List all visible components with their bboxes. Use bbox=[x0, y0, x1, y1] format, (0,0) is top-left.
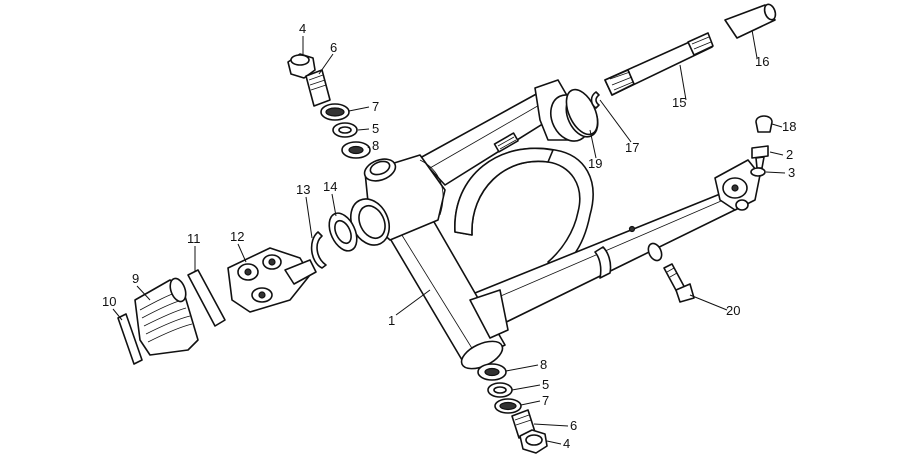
callout-7-bottom: 7 bbox=[542, 393, 549, 408]
front-drive-assembly bbox=[117, 212, 358, 365]
callout-19: 19 bbox=[588, 156, 602, 171]
callout-7-top: 7 bbox=[372, 99, 379, 114]
callout-5-top: 5 bbox=[372, 121, 379, 136]
callout-8-top: 8 bbox=[372, 138, 379, 153]
callout-4-top: 4 bbox=[299, 21, 306, 36]
callout-20: 20 bbox=[726, 303, 740, 318]
callout-4-bottom: 4 bbox=[563, 436, 570, 451]
callout-6-top: 6 bbox=[330, 40, 337, 55]
callout-9: 9 bbox=[132, 271, 139, 286]
swingarm-frame bbox=[349, 79, 761, 370]
callout-6-bottom: 6 bbox=[570, 418, 577, 433]
callout-2: 2 bbox=[786, 147, 793, 162]
callout-5-bottom: 5 bbox=[542, 377, 549, 392]
callout-13: 13 bbox=[296, 182, 310, 197]
callout-10: 10 bbox=[102, 294, 116, 309]
callout-16: 16 bbox=[755, 54, 769, 69]
callout-17: 17 bbox=[625, 140, 639, 155]
callout-18: 18 bbox=[782, 119, 796, 134]
callout-15: 15 bbox=[672, 95, 686, 110]
rear-shaft-assembly bbox=[565, 3, 777, 136]
upper-bearing-stack bbox=[287, 53, 371, 159]
callout-3: 3 bbox=[788, 165, 795, 180]
leader-lines bbox=[112, 29, 786, 445]
callout-1: 1 bbox=[388, 313, 395, 328]
callout-labels: 1 2 3 4 4 5 5 6 6 7 7 8 8 9 10 11 12 13 … bbox=[102, 21, 796, 451]
callout-12: 12 bbox=[230, 229, 244, 244]
axle-fasteners bbox=[663, 115, 773, 303]
callout-11: 11 bbox=[187, 231, 201, 246]
callout-8-bottom: 8 bbox=[540, 357, 547, 372]
callout-14: 14 bbox=[323, 179, 337, 194]
lower-bearing-stack bbox=[477, 363, 548, 454]
